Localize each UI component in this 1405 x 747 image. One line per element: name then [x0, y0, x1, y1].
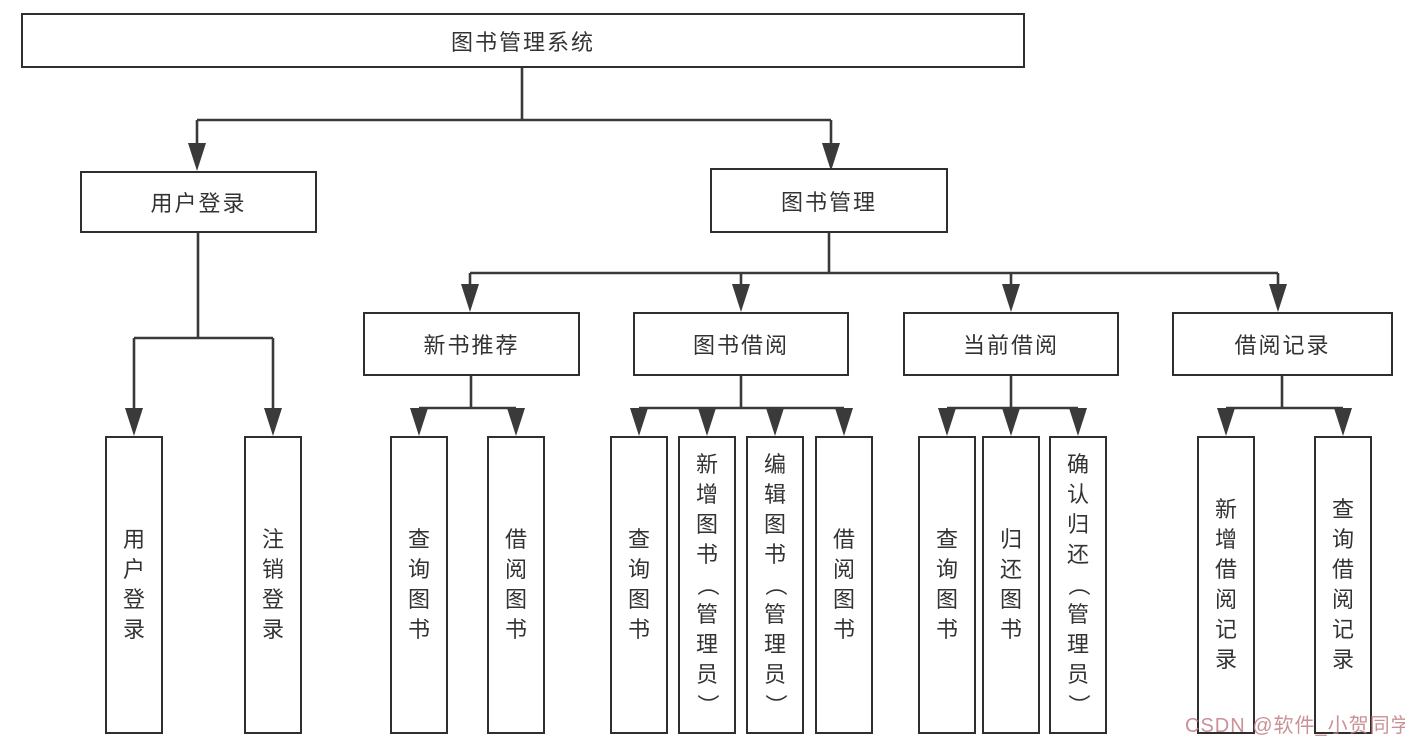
connector-book-borrow — [630, 376, 853, 436]
leaf-query-books-newbooks: 查询图书 — [390, 436, 448, 734]
node-book-borrow: 图书借阅 — [633, 312, 849, 376]
connector-user-login — [125, 233, 282, 436]
leaf-user-login: 用户登录 — [105, 436, 163, 734]
node-book-management: 图书管理 — [710, 168, 948, 233]
leaf-query-books-borrow: 查询图书 — [610, 436, 668, 734]
node-root: 图书管理系统 — [21, 13, 1025, 68]
leaf-logout: 注销登录 — [244, 436, 302, 734]
leaf-borrow-books-borrow: 借阅图书 — [815, 436, 873, 734]
leaf-query-books-current: 查询图书 — [918, 436, 976, 734]
connector-borrow-records — [1217, 376, 1352, 436]
leaf-return-books: 归还图书 — [982, 436, 1040, 734]
node-current-borrow: 当前借阅 — [903, 312, 1119, 376]
leaf-query-borrow-record: 查询借阅记录 — [1314, 436, 1372, 734]
connector-current-borrow — [938, 376, 1087, 436]
node-borrow-records: 借阅记录 — [1172, 312, 1393, 376]
leaf-edit-books-admin: 编辑图书（管理员） — [746, 436, 804, 734]
node-new-book-recommend: 新书推荐 — [363, 312, 580, 376]
leaf-add-borrow-record: 新增借阅记录 — [1197, 436, 1255, 734]
node-user-login: 用户登录 — [80, 171, 317, 233]
watermark: CSDN @软件_小贺同学 — [1185, 715, 1405, 737]
connector-new-books — [410, 376, 525, 436]
connector-root — [188, 68, 840, 171]
leaf-confirm-return-admin: 确认归还（管理员） — [1049, 436, 1107, 734]
connector-book-management — [461, 233, 1287, 312]
leaf-add-books-admin: 新增图书（管理员） — [678, 436, 736, 734]
leaf-borrow-books-newbooks: 借阅图书 — [487, 436, 545, 734]
